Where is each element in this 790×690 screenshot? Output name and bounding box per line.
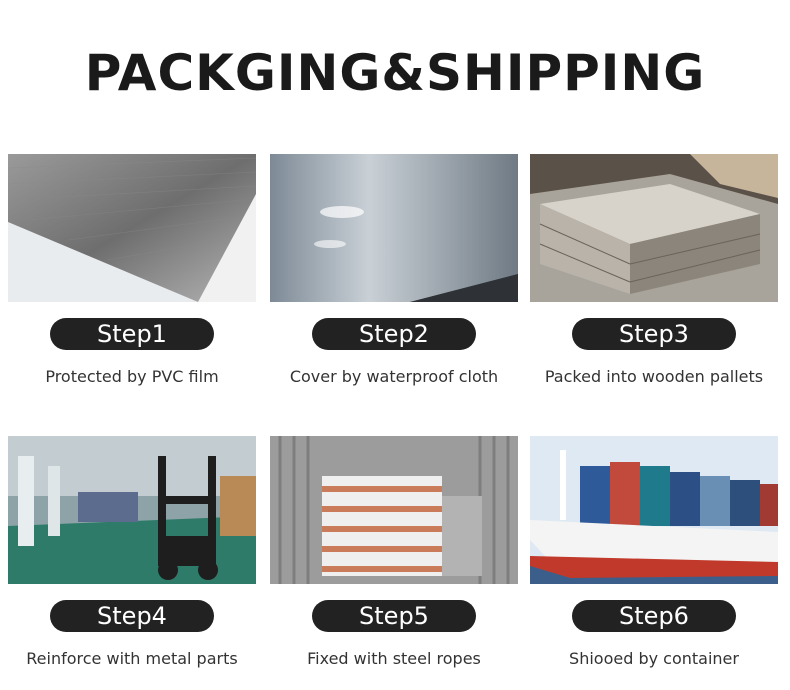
step-badge-1: Step1: [50, 318, 214, 350]
step-caption-3: Packed into wooden pallets: [544, 367, 764, 386]
step-caption-5: Fixed with steel ropes: [307, 649, 481, 668]
step-caption-1: Protected by PVC film: [45, 367, 219, 386]
step-card-3: Step3 Packed into wooden pallets: [530, 154, 778, 386]
step-badge-2: Step2: [312, 318, 476, 350]
step-card-2: Step2 Cover by waterproof cloth: [270, 154, 518, 386]
step-card-6: Step6 Shiooed by container: [530, 436, 778, 668]
brushed-steel-sheet-image: [8, 154, 256, 302]
step-card-5: Step5 Fixed with steel ropes: [270, 436, 518, 668]
wrapped-pallets-image: [530, 154, 778, 302]
warehouse-forklift-image: [8, 436, 256, 584]
step-badge-3: Step3: [572, 318, 736, 350]
page-title: PACKGING&SHIPPING: [84, 44, 706, 102]
step-card-1: Step1 Protected by PVC film: [8, 154, 256, 386]
step-caption-6: Shiooed by container: [569, 649, 739, 668]
container-loading-image: [270, 436, 518, 584]
step-caption-4: Reinforce with metal parts: [26, 649, 238, 668]
step-badge-6: Step6: [572, 600, 736, 632]
step-caption-2: Cover by waterproof cloth: [289, 367, 499, 386]
step-badge-5: Step5: [312, 600, 476, 632]
step-badge-4: Step4: [50, 600, 214, 632]
step-card-4: Step4 Reinforce with metal parts: [8, 436, 256, 668]
steel-sheet-stack-image: [270, 154, 518, 302]
container-ship-image: [530, 436, 778, 584]
